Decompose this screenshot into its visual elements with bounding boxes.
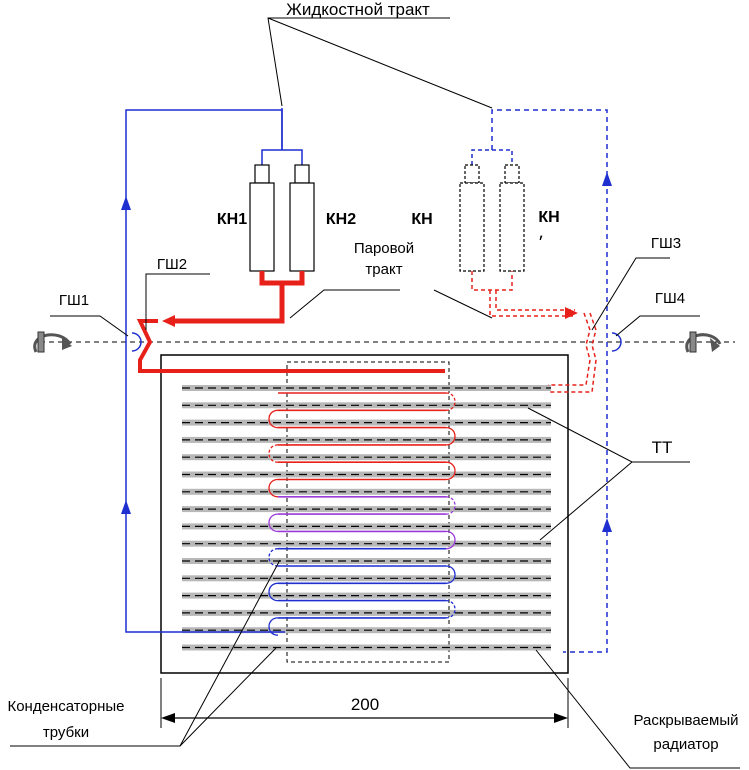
tt-label: ТТ: [652, 438, 673, 457]
hinge-gsh4: [611, 332, 622, 352]
flow-arrow-icon: [162, 315, 175, 327]
vapor-tract-left: [136, 271, 445, 373]
condenser-tube-bend: [445, 426, 456, 446]
condenser-serpentine: [268, 392, 456, 636]
flow-arrow-icon: [602, 518, 612, 532]
flow-arrow-icon: [602, 172, 612, 186]
rotation-arrow-left-icon: [33, 331, 72, 353]
kn-spare-mark: ׳: [538, 234, 544, 250]
kn-spare-label-b: КН: [538, 209, 559, 226]
condenser-tube-bend: [445, 530, 456, 550]
flow-arrow-icon: [565, 307, 578, 319]
condenser-tube-bend: [268, 444, 279, 463]
gsh2-label: ГШ2: [157, 256, 187, 273]
vapor-tract-right: [471, 271, 597, 393]
vapor-tract-label-2: тракт: [365, 261, 402, 278]
gsh4-label: ГШ4: [655, 290, 685, 307]
condenser-tube-bend: [268, 513, 279, 533]
liquid-tract-label: Жидкостной тракт: [286, 0, 430, 19]
heat-pipe-group: [182, 385, 551, 651]
kn-spare-label-a: КН: [411, 211, 432, 228]
condenser-tube-bend: [268, 409, 279, 429]
leader-lines: [10, 17, 740, 769]
kn2-label: КН2: [326, 211, 356, 228]
gsh1-label: ГШ1: [59, 292, 89, 309]
condenser-tube-bend: [445, 461, 456, 481]
flow-arrow-icon: [121, 500, 131, 514]
flow-arrow-icon: [121, 196, 131, 210]
condenser-tube-bend: [445, 392, 456, 411]
pump-kn-spare: [459, 149, 525, 272]
condenser-tube-bend: [445, 565, 456, 584]
liquid-tract-left: [121, 108, 285, 633]
condenser-tube-bend: [445, 496, 456, 515]
condenser-label-1: Конденсаторные: [7, 698, 124, 715]
dimension-200: [160, 678, 569, 728]
radiator-label-2: радиатор: [653, 736, 718, 753]
radiator-label-1: Раскрываемый: [634, 712, 739, 729]
condenser-tube-bend: [268, 548, 279, 567]
condenser-tube-bend: [268, 478, 279, 498]
pump-kn1-kn2: [249, 149, 315, 272]
condenser-label-2: трубки: [43, 724, 89, 741]
condenser-tube-bend: [268, 582, 279, 602]
gsh3-label: ГШ3: [651, 235, 681, 252]
condenser-tube-bend: [445, 599, 456, 619]
hinge-gsh1: [131, 332, 142, 352]
vapor-tract-label-1: Паровой: [354, 240, 414, 257]
liquid-tract-right: [491, 109, 612, 653]
kn1-label: КН1: [217, 211, 247, 228]
radiator-panel: [160, 354, 569, 674]
condenser-tube-bend: [268, 617, 279, 636]
dimension-label: 200: [351, 695, 379, 714]
rotation-arrow-right-icon: [685, 331, 722, 353]
